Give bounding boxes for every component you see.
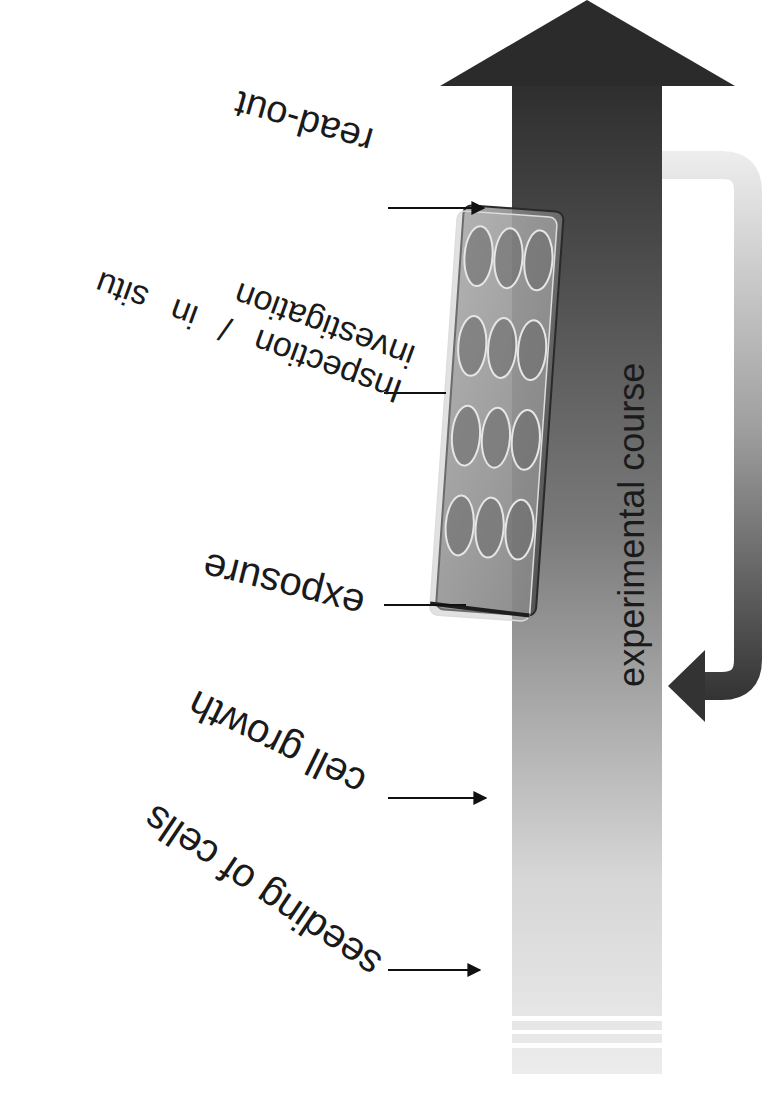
shaft-break xyxy=(505,1030,670,1034)
step-label: cell growth xyxy=(181,682,372,805)
shaft-break xyxy=(505,1016,670,1021)
leader-lines xyxy=(384,208,486,970)
well-plate xyxy=(429,205,563,622)
exposure-rays xyxy=(478,612,558,745)
step-label: Inspection / in situ investigation xyxy=(84,226,419,409)
axis-label: experimental course xyxy=(612,363,652,687)
main-arrowhead xyxy=(440,0,735,86)
step-label: seeding of cells xyxy=(135,797,388,988)
step-label: exposure xyxy=(198,545,368,628)
step-label: read-out xyxy=(230,82,378,161)
return-arrowhead xyxy=(668,650,705,722)
shaft-break xyxy=(505,1043,670,1048)
